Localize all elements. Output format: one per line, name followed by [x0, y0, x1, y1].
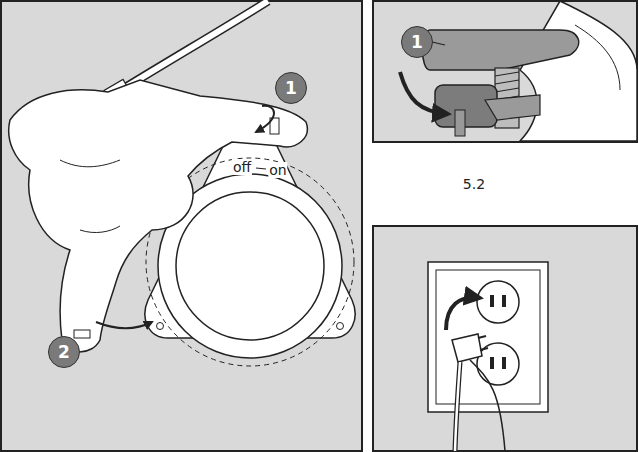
callout-number: 1 [401, 26, 433, 58]
dial-label: on [268, 162, 287, 178]
callout-number: 2 [48, 336, 80, 368]
dial-label: off [232, 159, 252, 175]
callout-number: 1 [275, 72, 307, 104]
figure-number: 5.2 [463, 176, 485, 192]
